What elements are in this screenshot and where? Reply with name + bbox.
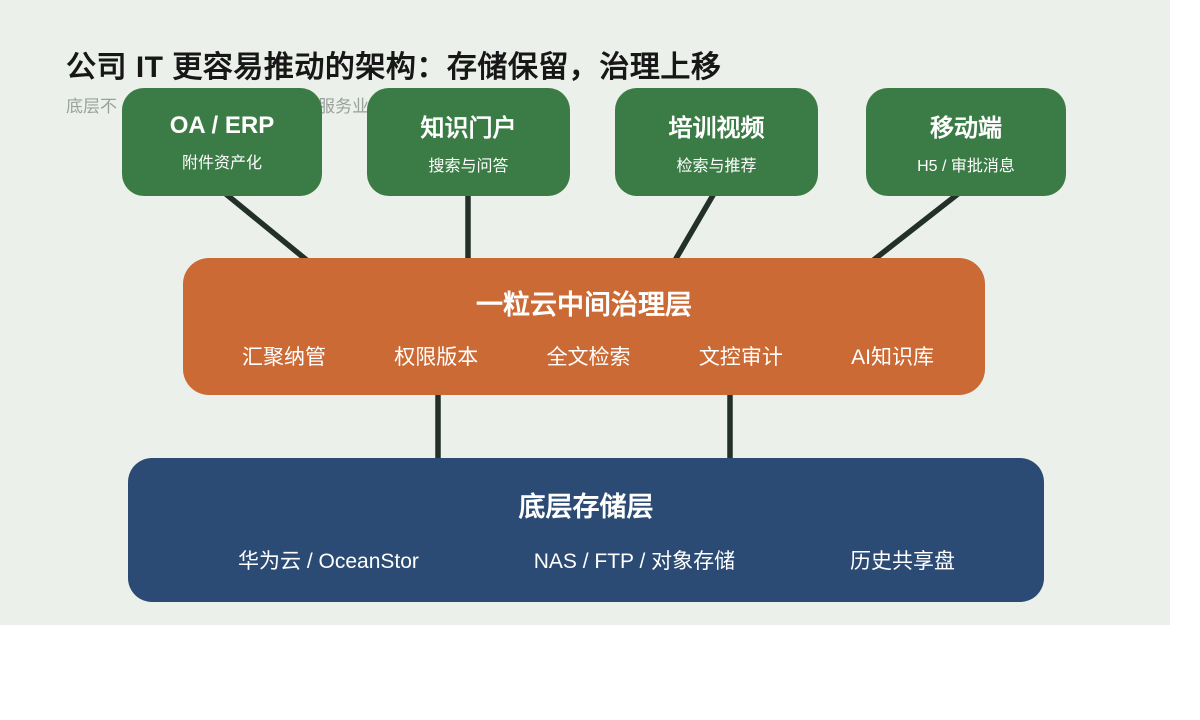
storage-layer: 底层存储层 华为云 / OceanStor NAS / FTP / 对象存储 历… bbox=[128, 458, 1044, 602]
app-card-subtitle: 搜索与问答 bbox=[428, 158, 509, 175]
app-card-title: OA / ERP bbox=[169, 111, 275, 139]
middle-governance-layer: 一粒云中间治理层 汇聚纳管 权限版本 全文检索 文控审计 AI知识库 bbox=[183, 258, 985, 395]
connector-mobile-to-middle bbox=[869, 187, 965, 265]
app-card-title: 移动端 bbox=[930, 115, 1002, 142]
storage-layer-item: 历史共享盘 bbox=[849, 550, 955, 573]
app-card-title: 培训视频 bbox=[668, 115, 765, 142]
middle-layer-item: AI知识库 bbox=[851, 346, 934, 369]
app-card-oa-erp: OA / ERP 附件资产化 bbox=[122, 88, 322, 196]
middle-layer-item: 文控审计 bbox=[698, 346, 783, 369]
app-card-subtitle: 附件资产化 bbox=[181, 154, 262, 172]
middle-layer-item: 汇聚纳管 bbox=[242, 346, 326, 369]
app-card-subtitle: H5 / 审批消息 bbox=[917, 158, 1015, 175]
connector-lines bbox=[219, 187, 965, 462]
page-subtitle-fragment-left: 底层不 bbox=[66, 97, 117, 116]
middle-layer-items: 汇聚纳管 权限版本 全文检索 文控审计 AI知识库 bbox=[183, 341, 985, 371]
middle-layer-title: 一粒云中间治理层 bbox=[476, 290, 692, 320]
app-card-knowledge-portal: 知识门户 搜索与问答 bbox=[367, 88, 570, 196]
middle-layer-item: 权限版本 bbox=[394, 346, 479, 369]
connector-video-to-middle bbox=[671, 188, 719, 264]
storage-layer-item: NAS / FTP / 对象存储 bbox=[533, 550, 736, 573]
storage-layer-item: 华为云 / OceanStor bbox=[238, 550, 419, 573]
middle-layer-item: 全文检索 bbox=[546, 346, 631, 369]
storage-layer-title: 底层存储层 bbox=[518, 492, 654, 522]
page-subtitle-fragment-right: 服务业 bbox=[318, 97, 369, 116]
app-card-title: 知识门户 bbox=[420, 115, 517, 142]
app-card-training-video: 培训视频 检索与推荐 bbox=[615, 88, 818, 196]
connector-oa-erp-to-middle bbox=[219, 187, 311, 265]
app-card-mobile: 移动端 H5 / 审批消息 bbox=[866, 88, 1066, 196]
page-title: 公司 IT 更容易推动的架构：存储保留，治理上移 bbox=[66, 51, 722, 84]
slide-canvas: 底层不 服务业 公司 IT 更容易推动的架构：存储保留，治理上移 OA / ER… bbox=[0, 0, 1170, 625]
storage-layer-items: 华为云 / OceanStor NAS / FTP / 对象存储 历史共享盘 bbox=[128, 545, 1044, 575]
app-card-subtitle: 检索与推荐 bbox=[676, 158, 757, 175]
